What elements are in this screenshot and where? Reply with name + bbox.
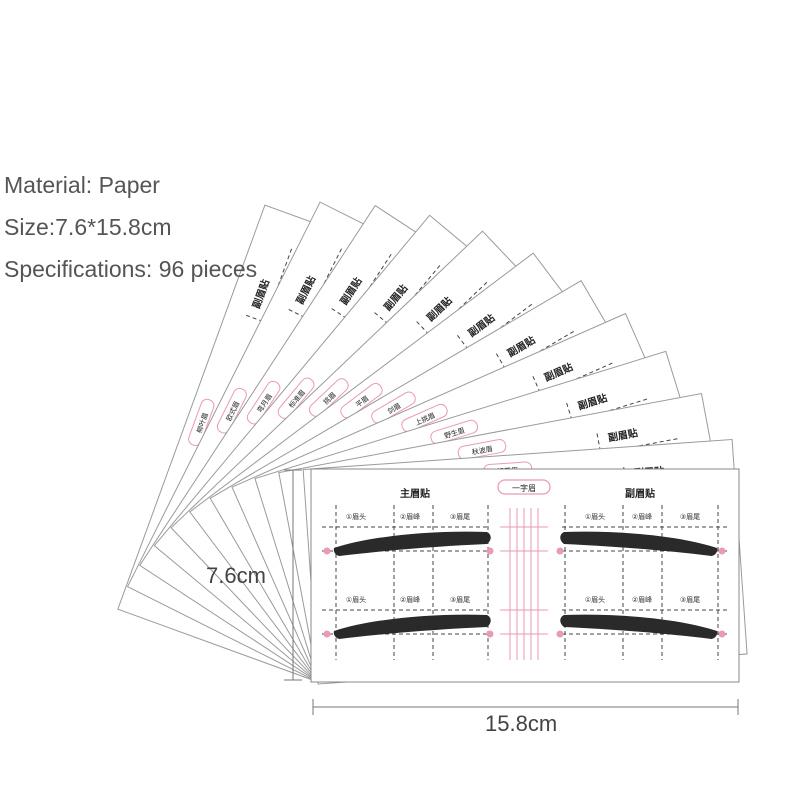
brow-guide-label: ③眉尾: [680, 596, 700, 604]
size-spec: Size:7.6*15.8cm: [4, 214, 172, 240]
brow-guide-label: ①眉头: [585, 512, 605, 521]
center-tag-label: 一字眉: [512, 483, 536, 493]
material-spec: Material: Paper: [4, 172, 160, 198]
main-brow-title: 主眉贴: [400, 487, 430, 500]
brow-guide-label: ②眉峰: [400, 595, 420, 604]
alignment-dots: [323, 547, 726, 638]
quantity-spec: Specifications: 96 pieces: [4, 256, 258, 282]
front-eyebrow-sheet: 主眉贴 副眉贴 一字眉: [310, 468, 740, 683]
secondary-brow-title: 副眉贴: [625, 487, 655, 500]
brow-guide-label: ②眉峰: [400, 512, 420, 521]
width-label: 15.8cm: [485, 711, 558, 736]
fan-sheet-tag: 秋波眉: [471, 444, 493, 457]
center-tag-frame: [497, 479, 551, 495]
width-dimension-line: [312, 699, 739, 715]
height-dimension-line: [284, 469, 302, 681]
brow-guide-label: ③眉尾: [450, 513, 470, 521]
brow-guide-label: ③眉尾: [680, 513, 700, 521]
brow-guide-label: ①眉头: [346, 595, 366, 604]
sheet-fan: 副眉贴柳叶眉副眉贴欧式眉副眉贴弯月眉副眉贴标准眉副眉贴挑眉副眉贴平眉副眉贴剑眉副…: [117, 201, 748, 685]
brow-guide-label: ②眉峰: [632, 512, 652, 521]
brow-guide-label: ①眉头: [585, 595, 605, 604]
fan-sheet: 副眉贴 秋波眉: [278, 393, 742, 685]
brow-guide-label: ②眉峰: [632, 595, 652, 604]
brow-guide-label: ③眉尾: [450, 596, 470, 604]
height-label: 7.6cm: [206, 563, 266, 588]
brow-guide-label: ①眉头: [346, 512, 366, 521]
